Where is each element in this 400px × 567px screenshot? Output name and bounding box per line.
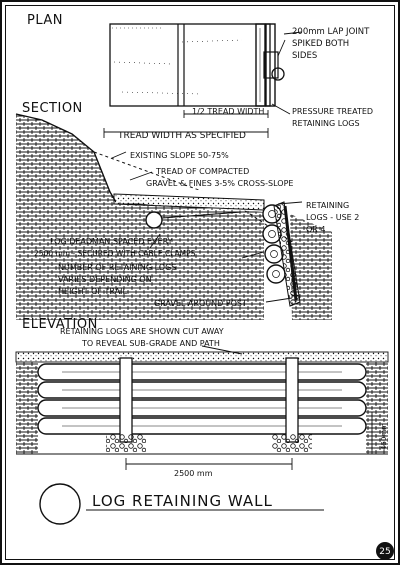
number-logs-label-2: VARIES DEPENDING ON [58, 275, 152, 284]
gravel-around-post-label: GRAVEL AROUND POST [154, 299, 247, 308]
page-number-badge [376, 542, 394, 560]
tread-width-label: TREAD WIDTH AS SPECIFIED [117, 131, 246, 141]
drawing-title: LOG RETAINING WALL [92, 492, 273, 510]
lap-joint-label-3: SIDES [292, 51, 317, 61]
elevation-gravel-left [106, 434, 146, 452]
retaining-logs-label-1: RETAINING [306, 201, 349, 210]
number-logs-label-1: NUMBER OF RETAINING LOGS [58, 263, 176, 272]
elevation-logs [37, 363, 367, 435]
tread-label-1: TREAD OF COMPACTED [155, 167, 249, 176]
retaining-logs-label-2: LOGS - USE 2 [306, 213, 359, 222]
section-log-4 [266, 264, 286, 284]
elevation-path-strip [15, 351, 389, 363]
plan-log-outer [255, 23, 266, 107]
elevation-gravel-right [272, 434, 312, 452]
pressure-treated-label-1: PRESSURE TREATED [292, 107, 373, 116]
elevation-post-left [119, 357, 133, 443]
section-view [15, 113, 332, 320]
plan-heading: PLAN [27, 13, 63, 28]
page-number: 25 [379, 547, 390, 557]
hillside-ground [16, 114, 264, 320]
elevation-heading: ELEVATION [22, 317, 98, 332]
pressure-treated-label-2: RETAINING LOGS [292, 119, 360, 128]
plan-post-circle [271, 67, 285, 81]
existing-slope-label: EXISTING SLOPE 50-75% [130, 151, 229, 160]
cutaway-note-2: TO REVEAL SUB-GRADE AND PATH [81, 339, 220, 348]
deadman-log [145, 211, 163, 229]
lap-joint-label-2: SPIKED BOTH [292, 39, 349, 49]
lap-joint-label-1: 200mm LAP JOINT [292, 27, 370, 37]
cutaway-note-1: RETAINING LOGS ARE SHOWN CUT AWAY [60, 327, 224, 336]
title-circle [39, 483, 81, 525]
number-logs-label-3: HEIGHT OF TRAIL [58, 287, 127, 296]
deadman-label-2: 2500 mm - SECURED WITH CABLE CLAMPS [34, 249, 196, 258]
elevation-view [15, 345, 389, 470]
tread-label-2: GRAVEL & FINES 3-5% CROSS-SLOPE [146, 179, 293, 188]
height-dimension-label: 450mm [380, 423, 388, 450]
elevation-post-right [285, 357, 299, 443]
deadman-label-1: LOG DEADMAN SPACED EVERY [50, 237, 173, 246]
page-inner-border [5, 5, 395, 560]
plan-lap-joint [263, 51, 279, 79]
half-tread-label: 1/2 TREAD WIDTH [192, 107, 264, 116]
plan-tread-outline [109, 23, 271, 107]
span-dimension-label: 2500 mm [174, 469, 213, 478]
section-heading: SECTION [22, 101, 83, 116]
retaining-logs-label-3: OR 4 [306, 225, 326, 234]
plan-view [103, 23, 303, 138]
plan-log-inner [265, 23, 276, 107]
